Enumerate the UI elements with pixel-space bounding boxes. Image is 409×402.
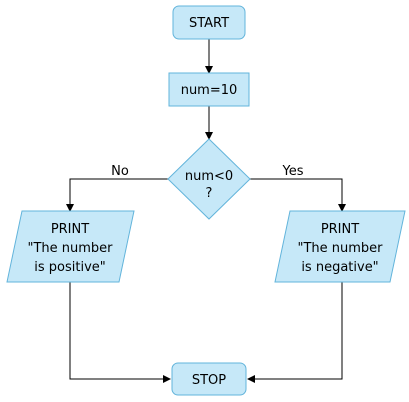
print-positive-line2: "The number	[27, 241, 113, 256]
print-positive-line3: is positive"	[34, 260, 106, 275]
assign-label: num=10	[181, 83, 238, 98]
edge-label-yes: Yes	[282, 164, 304, 179]
edge-decision-yes	[250, 178, 346, 212]
print-negative-line2: "The number	[297, 241, 383, 256]
start-node: START	[172, 5, 246, 40]
edge-label-no: No	[111, 164, 129, 179]
edge-decision-no	[66, 178, 168, 212]
start-label: START	[189, 16, 229, 31]
decision-label-line2: ?	[206, 186, 213, 201]
edge-positive-to-stop	[69, 282, 171, 383]
print-positive-node: PRINT "The number is positive"	[6, 210, 135, 283]
stop-label: STOP	[192, 373, 226, 388]
assign-node: num=10	[168, 72, 250, 107]
print-negative-node: PRINT "The number is negative"	[274, 210, 406, 283]
print-positive-line1: PRINT	[51, 222, 89, 237]
decision-label-line1: num<0	[185, 169, 233, 184]
decision-node: num<0 ?	[167, 138, 251, 220]
print-negative-line3: is negative"	[301, 260, 378, 275]
print-negative-line1: PRINT	[321, 222, 359, 237]
edge-negative-to-stop	[247, 282, 343, 383]
stop-node: STOP	[171, 362, 247, 396]
